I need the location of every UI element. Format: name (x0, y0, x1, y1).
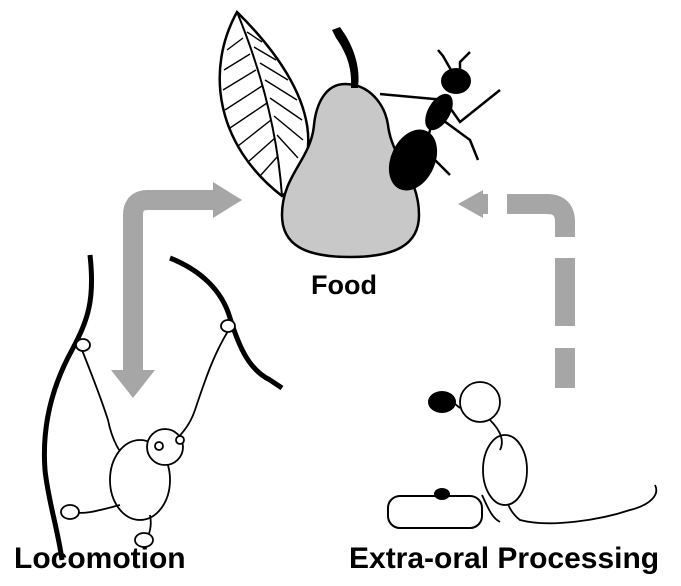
log-icon (388, 496, 482, 528)
hanging-monkey-icon (61, 320, 235, 547)
locomotion-label: Locomotion (14, 542, 186, 576)
food-label: Food (311, 270, 377, 301)
ant-icon (380, 50, 500, 198)
extra-oral-processing-label: Extra-oral Processing (349, 542, 659, 576)
processing-arrow (458, 190, 575, 388)
stone-icon (428, 391, 456, 500)
locomotion-arrow (111, 182, 242, 398)
leaf-icon (220, 12, 309, 196)
